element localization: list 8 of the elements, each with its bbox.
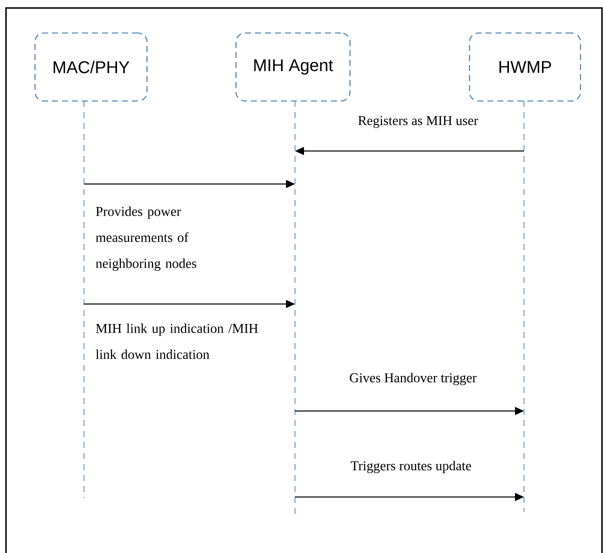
participant-box: MIH Agent [235, 32, 351, 102]
edge-label: Registers as MIH user [358, 116, 478, 128]
participant-box: HWMP [468, 32, 582, 102]
edge-label: MIH link up indication /MIH link down indication [96, 324, 258, 360]
participant-box: MAC/PHY [34, 32, 148, 102]
edge-label: Gives Handover trigger [350, 372, 477, 386]
edge-label: Provides power measurements of neighboring nodes [96, 206, 196, 271]
edge-label: Triggers routes update [350, 460, 472, 474]
